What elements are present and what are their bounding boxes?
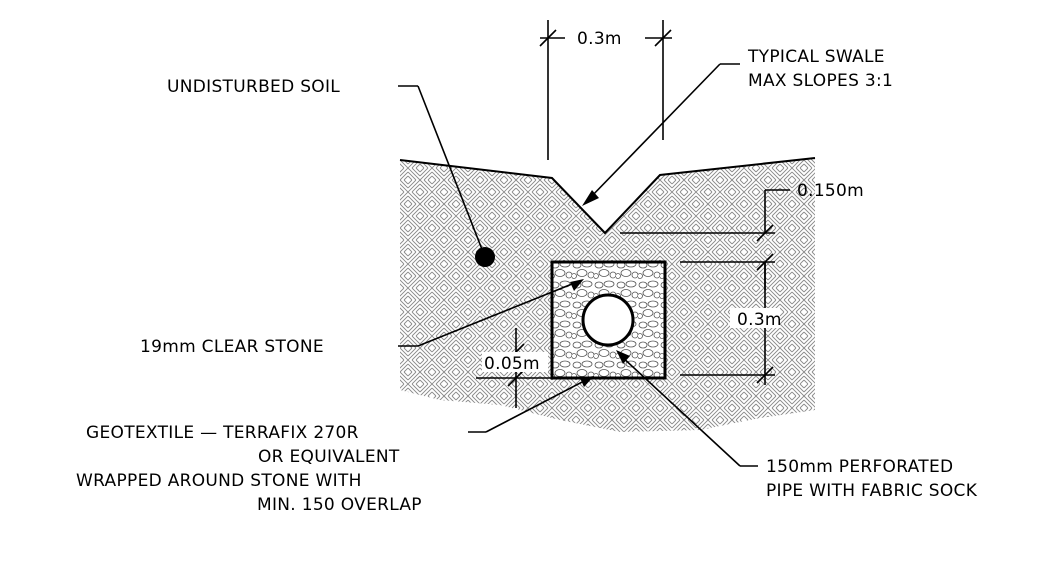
undisturbed-soil-label: UNDISTURBED SOIL [167,77,340,97]
clear-stone-label: 19mm CLEAR STONE [140,337,324,357]
geotextile-label-line3: WRAPPED AROUND STONE WITH [76,471,362,491]
dim-005-label: 0.05m [484,354,540,374]
pipe-leader [616,350,758,467]
dimension-top [539,20,672,160]
swale-label-line1: TYPICAL SWALE [747,47,885,67]
ground-profile-line [399,157,816,235]
swale-label-line2: MAX SLOPES 3:1 [748,71,893,91]
geotextile-leader [468,376,594,433]
swale-leader [582,63,740,206]
perforated-pipe [581,293,635,347]
dim-side-label: 0.3m [737,310,782,330]
geotextile-label-line4: MIN. 150 OVERLAP [257,495,422,515]
pipe-label-line2: PIPE WITH FABRIC SOCK [766,481,978,501]
clear-stone-leader [398,279,584,347]
geotextile-label-line2: OR EQUIVALENT [258,447,400,467]
dim-top-label: 0.3m [577,29,622,49]
pipe-label-line1: 150mm PERFORATED [766,457,953,477]
geotextile-label-line1: GEOTEXTILE — TERRAFIX 270R [86,423,359,443]
dim-150-label: 0.150m [797,181,864,201]
undisturbed-leader [398,85,486,258]
